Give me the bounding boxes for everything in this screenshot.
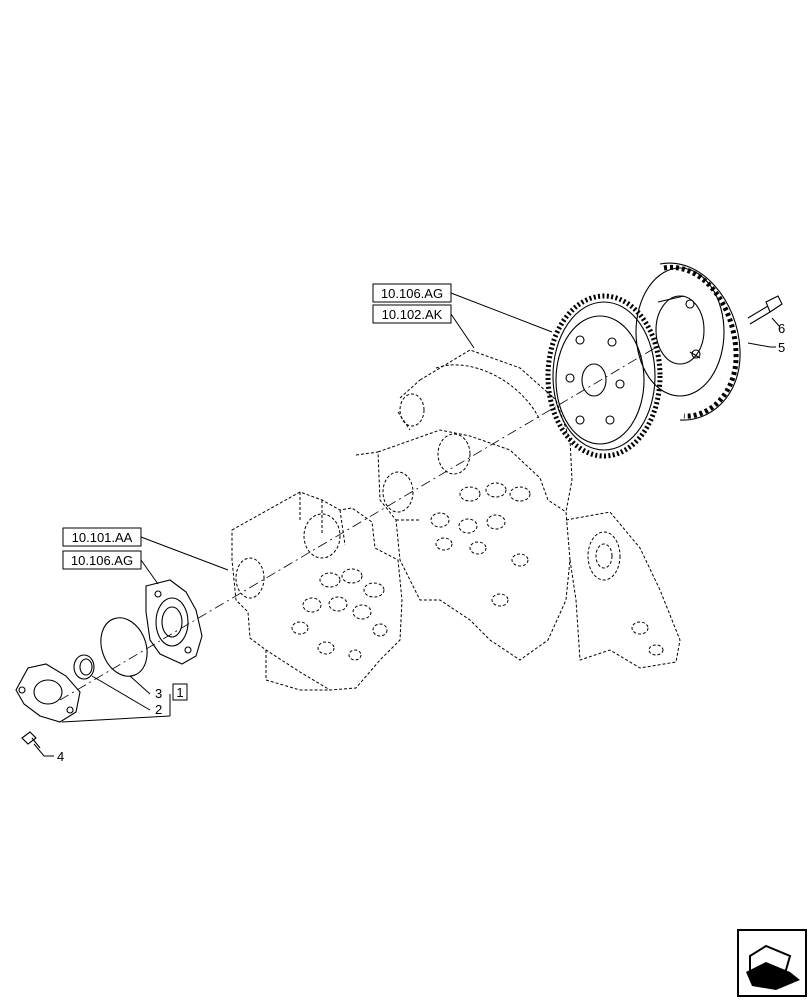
previous-page-arrow-icon[interactable] bbox=[737, 929, 807, 997]
seal-ring bbox=[73, 654, 95, 680]
svg-text:10.102.AK: 10.102.AK bbox=[382, 307, 443, 322]
pump-cover-assembly bbox=[15, 663, 81, 723]
flywheel-ring-gear bbox=[545, 293, 663, 459]
callout-1: 1 bbox=[176, 685, 183, 700]
callout-5[interactable]: 5 bbox=[778, 340, 785, 355]
ref-left-first[interactable]: 10.101.AA bbox=[62, 527, 142, 547]
svg-text:10.101.AA: 10.101.AA bbox=[72, 530, 133, 545]
o-ring bbox=[100, 617, 148, 677]
engine-block-outline bbox=[231, 349, 681, 691]
assembly-centerline bbox=[59, 344, 661, 701]
ref-top-second[interactable]: 10.102.AK bbox=[372, 304, 452, 324]
callout-4[interactable]: 4 bbox=[57, 749, 64, 764]
callout-3[interactable]: 3 bbox=[155, 686, 162, 701]
ref-left-second[interactable]: 10.106.AG bbox=[62, 550, 142, 570]
ref-top-first[interactable]: 10.106.AG bbox=[372, 283, 452, 303]
svg-text:10.106.AG: 10.106.AG bbox=[381, 286, 443, 301]
damper-bolt bbox=[747, 295, 783, 325]
vibration-damper bbox=[635, 262, 741, 421]
callout-6[interactable]: 6 bbox=[778, 321, 785, 336]
callout-1-box[interactable]: 1 bbox=[172, 683, 188, 701]
leader-lines bbox=[33, 292, 781, 757]
svg-text:10.106.AG: 10.106.AG bbox=[71, 553, 133, 568]
callout-2[interactable]: 2 bbox=[155, 702, 162, 717]
seal-housing bbox=[145, 579, 203, 665]
screw bbox=[21, 731, 41, 749]
